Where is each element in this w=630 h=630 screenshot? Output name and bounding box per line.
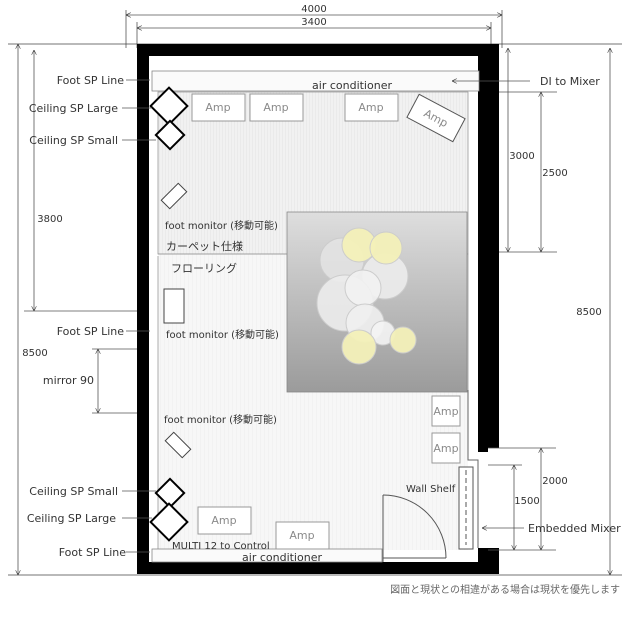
amp-3-label: Amp (358, 101, 383, 114)
amp-8-label: Amp (289, 529, 314, 542)
inner-width-dimension: 3400 (301, 17, 326, 28)
foot-monitor-1-label: foot monitor (移動可能) (165, 219, 278, 232)
amp-1: Amp (191, 93, 246, 122)
door (382, 494, 447, 562)
ceiling-sp-large-top-label: Ceiling SP Large (29, 102, 118, 115)
carpet-label: カーペット仕様 (166, 239, 243, 253)
amp-3: Amp (344, 93, 399, 122)
right-lower-inner-dimension: 1500 (514, 496, 539, 507)
foot-monitor-3-label: foot monitor (移動可能) (164, 413, 277, 426)
right-upper-outer-dimension: 3000 (509, 151, 534, 162)
amp-6: Amp (431, 432, 461, 464)
foot-monitor-2-label: foot monitor (移動可能) (166, 328, 279, 341)
right-total-dimension: 8500 (576, 307, 601, 318)
amp-1-label: Amp (205, 101, 230, 114)
left-leader-lines (18, 44, 156, 575)
ceiling-sp-small-top-shape (154, 119, 186, 151)
foot-monitor-1-shape (160, 182, 188, 210)
ceiling-lights (316, 227, 417, 365)
left-total-dimension: 8500 (22, 348, 47, 359)
wall-shelf-label: Wall Shelf (406, 484, 456, 495)
top-dimensions (125, 10, 503, 48)
amp-8: Amp (275, 521, 330, 550)
ceiling-sp-large-bottom-shape (149, 502, 189, 542)
amp-6-label: Amp (433, 442, 458, 455)
ceiling-sp-small-bottom-label: Ceiling SP Small (29, 485, 118, 498)
air-conditioner-top-label: air conditioner (312, 79, 392, 92)
foot-sp-line-top-label: Foot SP Line (57, 74, 124, 87)
embedded-mixer-box (458, 466, 474, 550)
amp-2-label: Amp (263, 101, 288, 114)
amp-5: Amp (431, 395, 461, 427)
left-upper-dimension: 3800 (37, 214, 62, 225)
embedded-mixer-label: Embedded Mixer (528, 522, 621, 535)
amp-2: Amp (249, 93, 304, 122)
ceiling-sp-large-top-shape (149, 86, 189, 126)
amp-5-label: Amp (433, 405, 458, 418)
air-conditioner-bottom-label: air conditioner (242, 551, 322, 564)
amp-7: Amp (197, 506, 252, 535)
flooring-outline (158, 253, 469, 390)
amp-7-label: Amp (211, 514, 236, 527)
right-lower-outer-dimension: 2000 (542, 476, 567, 487)
amp-4: Amp (406, 93, 466, 143)
mirror-dimension: mirror 90 (43, 374, 94, 387)
foot-sp-line-mid-label: Foot SP Line (57, 325, 124, 338)
foot-sp-line-bottom-label: Foot SP Line (59, 546, 126, 559)
right-upper-inner-dimension: 2500 (542, 168, 567, 179)
foot-monitor-2-shape (163, 288, 185, 324)
partition-wall (467, 390, 479, 548)
footnote: 図面と現状との相違がある場合は現状を優先します (390, 583, 620, 596)
flooring-label: フローリング (171, 261, 237, 275)
multi-label: MULTI 12 to Control (172, 541, 270, 552)
ceiling-sp-large-bottom-label: Ceiling SP Large (27, 512, 116, 525)
ceiling-sp-small-top-label: Ceiling SP Small (29, 134, 118, 147)
ceiling-sp-small-bottom-shape (154, 477, 186, 509)
room-walls (137, 44, 499, 574)
right-leader-lines (452, 48, 610, 575)
foot-monitor-3-shape (164, 431, 192, 459)
outer-width-dimension: 4000 (301, 4, 326, 15)
air-conditioner-bottom (151, 548, 383, 563)
di-to-mixer-label: DI to Mixer (540, 75, 600, 88)
